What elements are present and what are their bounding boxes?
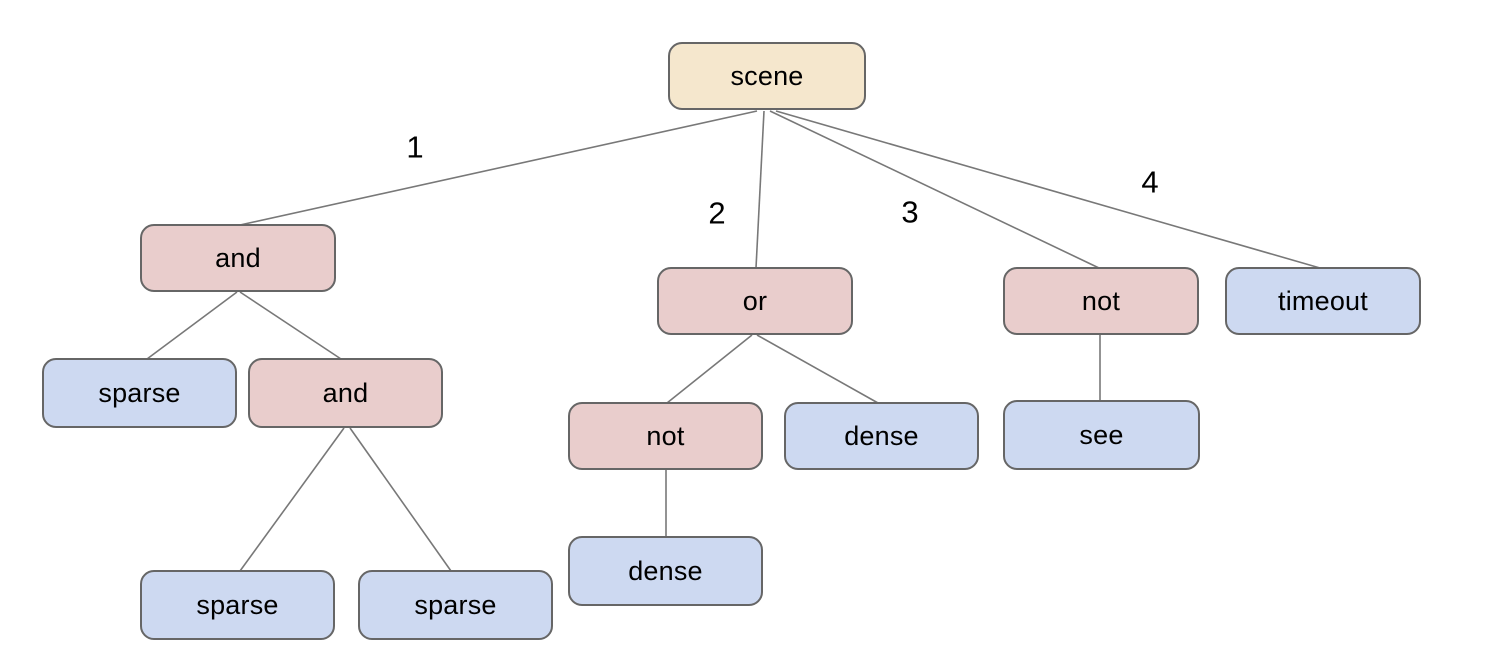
edge-and-sparse	[146, 291, 238, 360]
edge-label-1: 1	[406, 129, 424, 165]
edge-or-not	[666, 334, 753, 404]
edge-scene-and	[239, 110, 758, 226]
node-and-1: and	[140, 224, 336, 292]
node-or-1: or	[657, 267, 853, 335]
edge-or-dense	[756, 334, 879, 404]
node-sparse-3: sparse	[358, 570, 553, 640]
node-not-2: not	[568, 402, 763, 470]
node-scene: scene	[668, 42, 866, 110]
node-see-1: see	[1003, 400, 1200, 470]
edge-scene-or	[755, 110, 765, 269]
edge-and2-sparse2	[239, 427, 345, 572]
edge-label-2: 2	[708, 195, 726, 231]
node-sparse-1: sparse	[42, 358, 237, 428]
edge-label-3: 3	[901, 194, 919, 230]
edge-and2-sparse3	[349, 427, 452, 572]
edge-scene-not	[769, 110, 1100, 269]
node-and-2: and	[248, 358, 443, 428]
node-not-1: not	[1003, 267, 1199, 335]
node-timeout-1: timeout	[1225, 267, 1421, 335]
node-dense-2: dense	[568, 536, 763, 606]
edge-scene-timeout	[775, 110, 1321, 269]
edge-and-and	[239, 291, 342, 360]
node-dense-1: dense	[784, 402, 979, 470]
edge-label-4: 4	[1141, 164, 1159, 200]
node-sparse-2: sparse	[140, 570, 335, 640]
